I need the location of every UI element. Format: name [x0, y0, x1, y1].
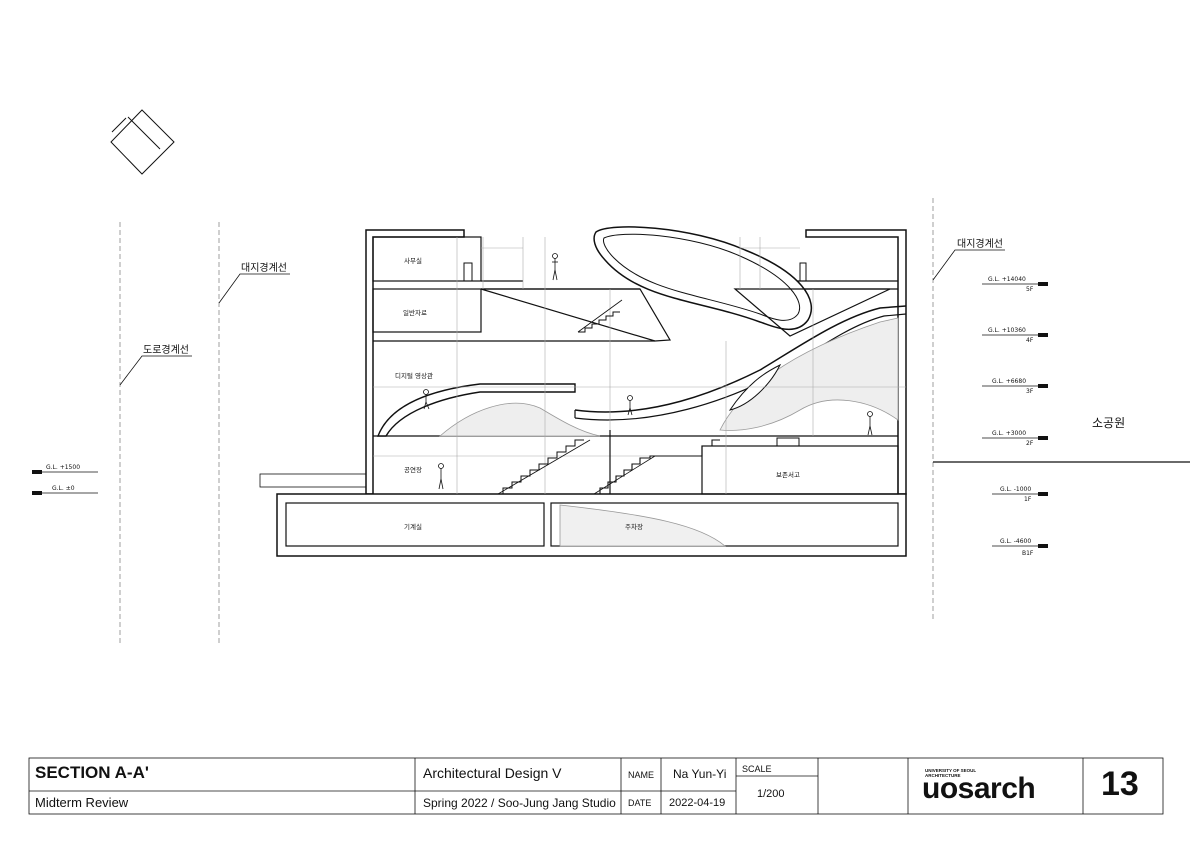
name-label: NAME: [628, 770, 655, 780]
level-gl: G.L. ±0: [52, 485, 75, 492]
studio-name: Spring 2022 / Soo-Jung Jang Studio: [423, 796, 616, 810]
site-boundary-right-label: 대지경계선: [957, 237, 1003, 250]
level-marker: G.L. +6680 3F: [982, 378, 1048, 395]
date-label: DATE: [628, 798, 652, 808]
level-marker: G.L. +1500: [32, 464, 98, 474]
scale-value: 1/200: [757, 788, 785, 800]
small-park-label: 소공원: [1092, 416, 1125, 430]
level-floor: B1F: [1022, 550, 1034, 557]
level-markers-right: G.L. +14040 5F G.L. +10360 4F G.L. +6680…: [982, 276, 1048, 557]
room-label-machine-room: 기계실: [404, 522, 422, 531]
road-boundary-label: 도로경계선: [143, 343, 189, 356]
level-gl: G.L. -1000: [1000, 486, 1031, 493]
scale-label: SCALE: [742, 764, 772, 774]
uosarch-logo: uosarch: [922, 772, 1036, 805]
room-label-office: 사무실: [404, 256, 422, 265]
level-gl: G.L. +3000: [992, 430, 1026, 437]
boundary-lines: [119, 198, 934, 645]
level-floor: 4F: [1026, 337, 1034, 344]
sheet-number: 13: [1101, 765, 1139, 803]
sheet-subtitle: Midterm Review: [35, 795, 129, 810]
room-label-parking: 주차장: [625, 522, 643, 531]
level-markers-left: G.L. +1500 G.L. ±0: [32, 464, 98, 495]
site-boundary-left-label: 대지경계선: [241, 261, 287, 274]
level-gl: G.L. +14040: [988, 276, 1026, 283]
room-label-digital-theater: 디지털 영상관: [395, 371, 433, 380]
level-floor: 2F: [1026, 440, 1034, 447]
name-value: Na Yun-Yi: [673, 767, 727, 781]
human-figure-icons: [423, 253, 873, 490]
room-labels: 사무실 일반자료 디지털 영상관 공연장 보존서고 기계실 주차장: [395, 256, 800, 531]
level-marker: G.L. -1000 1F: [992, 486, 1048, 503]
level-marker: G.L. -4600 B1F: [992, 538, 1048, 557]
boundary-labels: 대지경계선 도로경계선 대지경계선 소공원: [143, 237, 1125, 430]
level-gl: G.L. +6680: [992, 378, 1026, 385]
level-marker: G.L. +14040 5F: [982, 276, 1048, 293]
title-block-frame: [28, 757, 1164, 815]
building-section: [276, 226, 907, 557]
level-gl: G.L. +10360: [988, 327, 1026, 334]
course-name: Architectural Design V: [423, 765, 562, 781]
level-floor: 1F: [1024, 496, 1032, 503]
level-gl: G.L. +1500: [46, 464, 80, 471]
room-label-performance-hall: 공연장: [404, 465, 422, 474]
room-label-preservation-stack: 보존서고: [776, 470, 800, 479]
level-marker: G.L. +10360 4F: [982, 327, 1048, 344]
level-marker: G.L. ±0: [32, 485, 98, 495]
level-marker: G.L. +3000 2F: [982, 430, 1048, 447]
level-floor: 3F: [1026, 388, 1034, 395]
sheet-title: SECTION A-A': [35, 763, 149, 782]
level-floor: 5F: [1026, 286, 1034, 293]
ground-lines: [259, 461, 1190, 488]
room-label-general-archive: 일반자료: [403, 308, 427, 317]
logo-caption: UNIVERSITY OF SEOUL ARCHITECTURE: [925, 768, 977, 778]
date-value: 2022-04-19: [669, 797, 726, 809]
north-arrow-icon: [110, 109, 175, 175]
leader-lines: [119, 249, 1005, 386]
level-gl: G.L. -4600: [1000, 538, 1031, 545]
